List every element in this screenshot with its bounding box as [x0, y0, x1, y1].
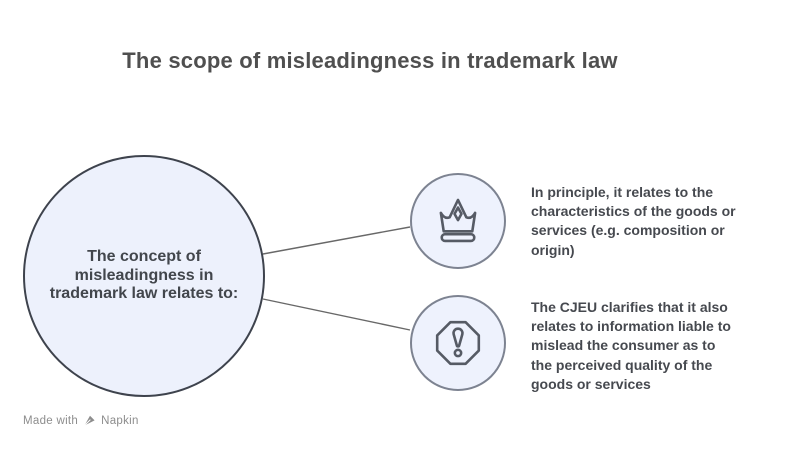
warning-octagon-icon — [435, 320, 481, 366]
made-with-napkin-badge[interactable]: Made with Napkin — [23, 414, 139, 427]
connector-line-bottom — [262, 298, 411, 331]
made-with-label: Made with — [23, 414, 79, 427]
diagram-title: The scope of misleadingness in trademark… — [122, 48, 618, 73]
brand-label: Napkin — [101, 414, 139, 427]
branch-text-characteristics[interactable]: In principle, it relates to the characte… — [531, 184, 736, 258]
branch-node-characteristics[interactable] — [410, 173, 506, 269]
central-concept-label: The concept of misleadingness in tradema… — [49, 247, 239, 303]
napkin-pen-icon — [84, 415, 95, 426]
crown-icon — [439, 198, 477, 243]
central-concept-node[interactable]: The concept of misleadingness in tradema… — [23, 155, 265, 397]
branch-node-cjeu[interactable] — [410, 295, 506, 391]
connector-line-top — [262, 226, 411, 255]
branch-text-cjeu[interactable]: The CJEU clarifies that it also relates … — [531, 299, 731, 392]
